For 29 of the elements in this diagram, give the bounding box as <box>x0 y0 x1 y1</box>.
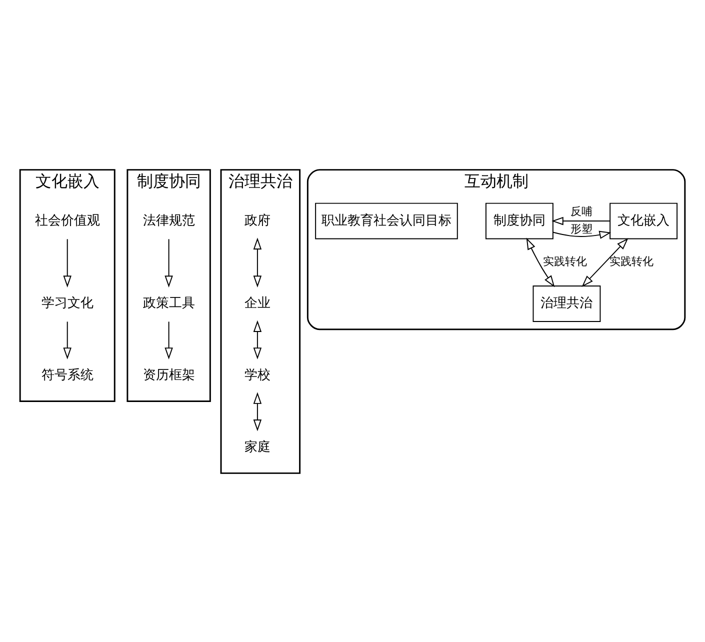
node-text: 家庭 <box>244 439 270 454</box>
node-box: 治理共治 <box>532 285 601 322</box>
edge-label: 实践转化 <box>542 254 587 268</box>
arrow <box>552 216 610 225</box>
edge-label: 反哺 <box>570 204 592 218</box>
node-text: 学习文化 <box>41 296 94 311</box>
node-text: 政府 <box>244 212 270 228</box>
arrow <box>164 320 173 359</box>
edge-label: 实践转化 <box>610 254 654 268</box>
arrow <box>164 238 173 287</box>
arrow <box>582 238 628 287</box>
arrow <box>63 238 72 287</box>
node-text: 资历框架 <box>142 368 195 383</box>
node-box: 文化嵌入 <box>610 202 678 239</box>
node-text: 法律规范 <box>142 212 195 228</box>
node-text: 社会价值观 <box>34 212 100 228</box>
node-text: 政策工具 <box>142 296 195 311</box>
arrow <box>552 230 612 238</box>
node-text: 符号系统 <box>41 368 94 383</box>
node-text: 企业 <box>244 296 270 311</box>
arrow <box>253 237 262 287</box>
arrow <box>253 392 262 431</box>
arrow <box>253 320 262 359</box>
node-box: 制度协同 <box>485 202 554 239</box>
edge-label: 形塑 <box>570 222 592 236</box>
node-text: 学校 <box>244 368 270 383</box>
arrow <box>63 320 72 359</box>
arrow <box>526 237 555 287</box>
node-box: 职业教育社会认同目标 <box>315 202 458 239</box>
